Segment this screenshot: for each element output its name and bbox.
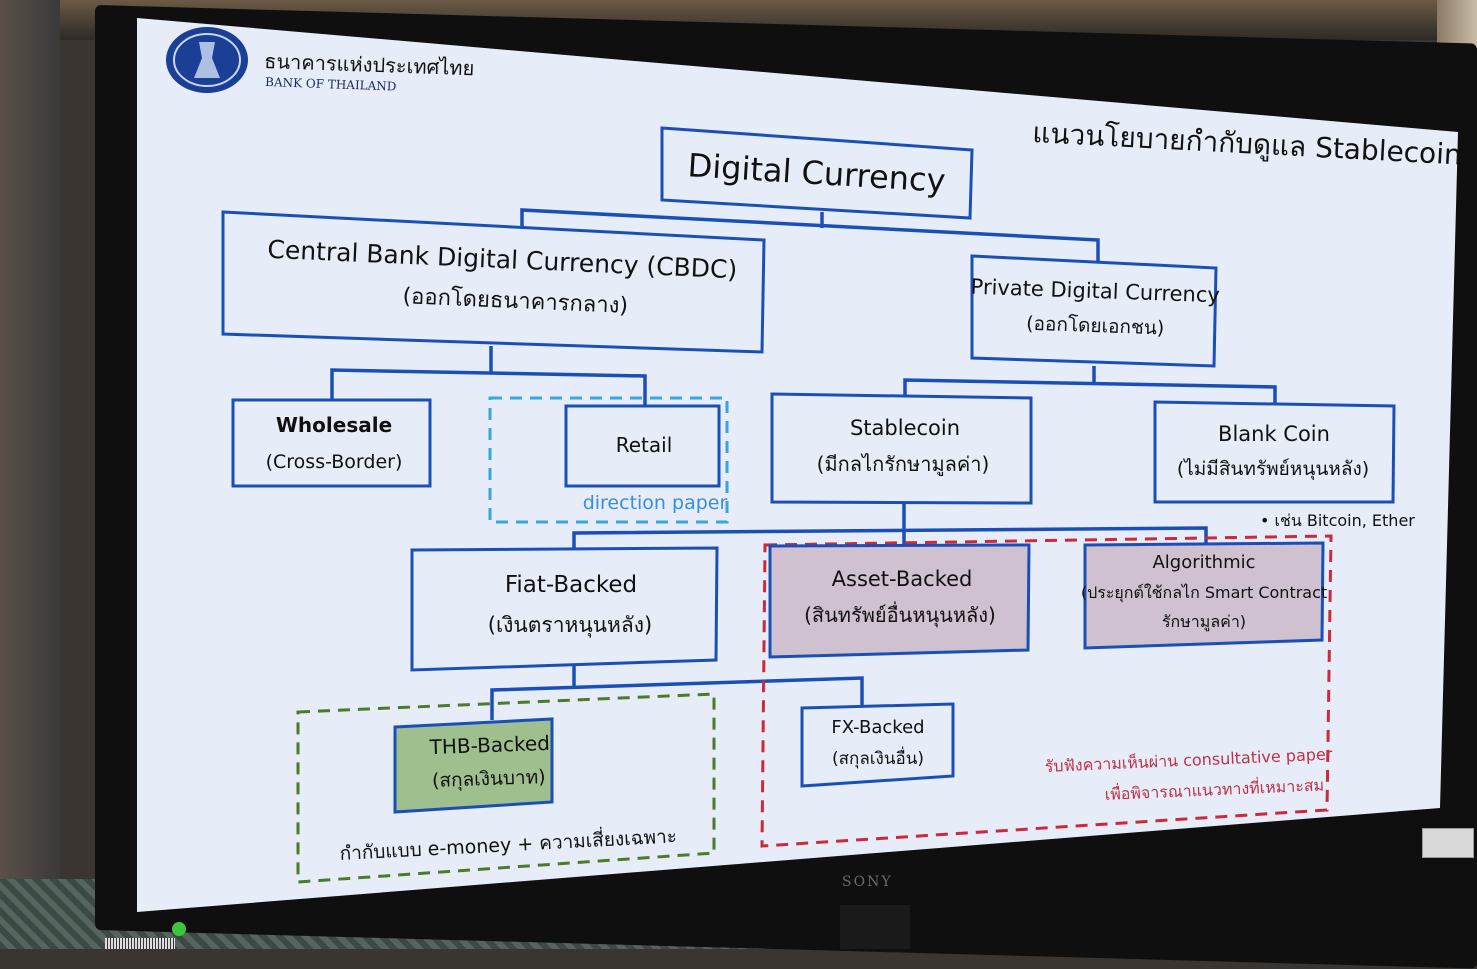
node-thb-backed: THB-Backed (สกุลเงินบาท) (393, 717, 554, 814)
node-asset-backed: Asset-Backed (สินทรัพย์อื่นหนุนหลัง) (768, 543, 1031, 659)
node-asset-subtitle: (สินทรัพย์อื่นหนุนหลัง) (804, 601, 996, 628)
retail-direction-paper-note: direction paper (583, 492, 728, 514)
node-wholesale: Wholesale (Cross-Border) (231, 398, 432, 488)
barcode-sticker (105, 938, 175, 949)
power-led-icon (172, 922, 186, 936)
node-algo-title: Algorithmic (1152, 552, 1255, 573)
node-algo-subtitle-1: (ประยุกต์ใช้กลไก Smart Contract (1081, 583, 1327, 603)
node-fiat-subtitle: (เงินตราหนุนหลัง) (488, 613, 652, 638)
node-fiat-backed: Fiat-Backed (เงินตราหนุนหลัง) (410, 546, 719, 672)
node-stablecoin-title: Stablecoin (850, 416, 960, 440)
stablecoin-consultation-dashed-group (760, 534, 1333, 848)
node-wholesale-title: Wholesale (276, 413, 392, 437)
node-fx-backed: FX-Backed (สกุลเงินอื่น) (800, 702, 955, 788)
node-fx-title: FX-Backed (831, 717, 924, 738)
node-fx-subtitle: (สกุลเงินอื่น) (832, 746, 924, 769)
room-background-left (0, 0, 60, 949)
bank-logo (166, 27, 248, 93)
node-wholesale-subtitle: (Cross-Border) (266, 451, 403, 473)
emoney-dashed-group (296, 692, 716, 884)
node-stablecoin: Stablecoin (มีกลไกรักษามูลค่า) (770, 392, 1033, 505)
node-blank-coin: Blank Coin (ไม่มีสินทรัพย์หนุนหลัง) (1153, 400, 1396, 504)
blank-coin-examples-note: • เช่น Bitcoin, Ether (1260, 511, 1415, 530)
monitor-brand: SONY (842, 874, 893, 890)
node-fiat-title: Fiat-Backed (505, 572, 637, 598)
node-blank-coin-title: Blank Coin (1218, 422, 1330, 446)
node-retail-title: Retail (616, 433, 673, 457)
energy-badge (1422, 828, 1474, 858)
node-algorithmic: Algorithmic (ประยุกต์ใช้กลไก Smart Contr… (1081, 541, 1327, 650)
node-thb-subtitle: (สกุลเงินบาท) (432, 766, 546, 793)
node-thb-title: THB-Backed (428, 731, 550, 759)
node-stablecoin-subtitle: (มีกลไกรักษามูลค่า) (817, 452, 990, 477)
slide-screen: ธนาคารแห่งประเทศไทย BANK OF THAILAND แนว… (137, 18, 1463, 912)
bank-name-en: BANK OF THAILAND (265, 75, 397, 94)
node-retail: Retail direction paper (564, 404, 728, 514)
monitor-stand (840, 905, 910, 949)
node-blank-coin-subtitle: (ไม่มีสินทรัพย์หนุนหลัง) (1177, 458, 1369, 481)
node-asset-title: Asset-Backed (832, 567, 973, 591)
node-private-subtitle: (ออกโดยเอกชน) (1026, 312, 1165, 340)
slide-background (137, 18, 1458, 912)
node-algo-subtitle-2: รักษามูลค่า) (1162, 612, 1246, 632)
retail-dashed-group (488, 396, 729, 524)
